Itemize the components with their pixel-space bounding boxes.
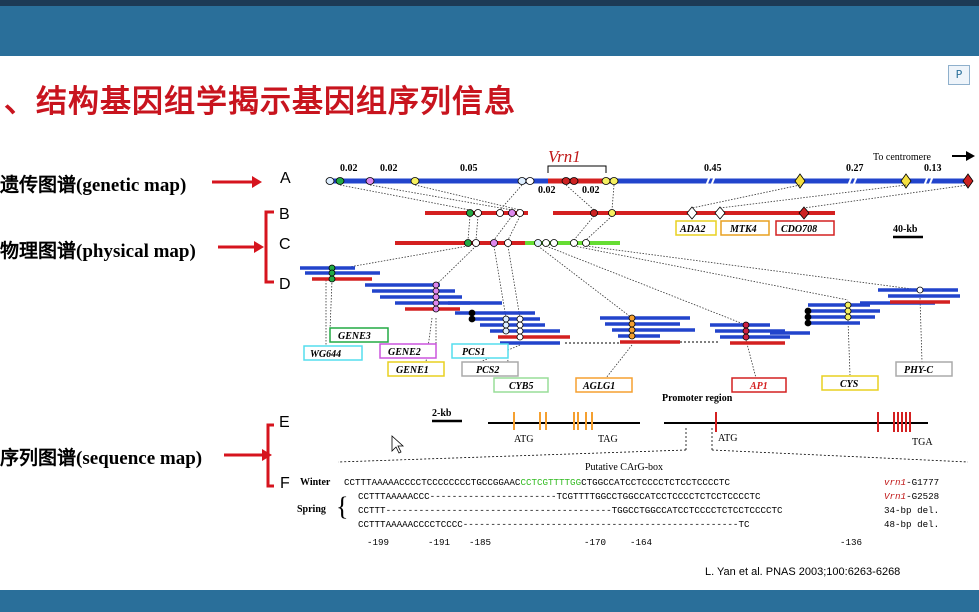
physical-map-label: 物理图谱(physical map): [0, 241, 196, 262]
spring-brace: {: [336, 492, 348, 521]
bac-contigs: [300, 264, 960, 345]
gene-mtk4: MTK4: [729, 224, 757, 235]
distance-5: 0.02: [582, 185, 600, 196]
centromere-arrow-icon: [966, 151, 975, 161]
letter-f: F: [280, 475, 290, 492]
right-atg: ATG: [718, 433, 737, 444]
pos-185: -185: [469, 537, 491, 548]
gene-aglg1: AGLG1: [582, 381, 615, 392]
label-arrows: [212, 176, 274, 488]
seq-2-allele: Vrn1: [884, 491, 906, 502]
spring-label: Spring: [297, 504, 326, 515]
gene-phy-c: PHY-C: [904, 365, 933, 376]
distance-4: 0.02: [538, 185, 556, 196]
sequence-map-label: 序列图谱(sequence map): [0, 448, 203, 469]
pos-170: -170: [584, 537, 606, 548]
letter-d: D: [279, 276, 291, 293]
gene-cyb5: CYB5: [509, 381, 533, 392]
gene-gene2: GENE2: [388, 347, 421, 358]
carg-box-label: Putative CArG-box: [585, 462, 663, 473]
pos-136: -136: [840, 537, 862, 548]
letter-a: A: [280, 170, 291, 187]
mouse-cursor-icon: [391, 435, 405, 454]
left-tag: TAG: [598, 434, 618, 445]
right-tga: TGA: [912, 437, 933, 448]
pos-164: -164: [630, 537, 653, 548]
seq-1-allele: vrn1: [884, 477, 906, 488]
gene-ada2: ADA2: [679, 224, 706, 235]
genetic-map-line: Vrn1 To centromere 0.02 0.02 0.05 0.02 0…: [325, 147, 975, 196]
scale-40kb: 40-kb: [893, 224, 918, 235]
vrn1-label: Vrn1: [548, 147, 581, 166]
scale-2kb: 2-kb: [432, 408, 452, 419]
distance-3: 0.05: [460, 163, 478, 174]
top-strip: [0, 0, 979, 6]
sequence-alignment: Putative CArG-box Winter Spring { CCTTTA…: [297, 462, 939, 548]
gene-cys: CYS: [840, 379, 859, 390]
letter-c: C: [279, 236, 291, 253]
physical-map: ADA2 MTK4 CDO708 40-kb: [395, 206, 923, 247]
gene-structure: 2-kb ATG TAG Promoter region ATG TGA: [337, 393, 969, 463]
gene-ap1: AP1: [749, 381, 768, 392]
gene-pcs2: PCS2: [476, 365, 499, 376]
seq-3-note: 34-bp del.: [884, 505, 939, 516]
gene-wg644: WG644: [310, 349, 341, 360]
corner-button[interactable]: P: [948, 65, 970, 85]
citation: L. Yan et al. PNAS 2003;100:6263-6268: [705, 566, 901, 578]
bottom-banner: [0, 590, 979, 612]
distance-8: 0.13: [924, 163, 942, 174]
seq-row-4: CCTTTAAAAACCCCTCCCC---------------------…: [358, 519, 750, 530]
left-atg: ATG: [514, 434, 533, 445]
seq-1-carg: CCTCGTTTTGG: [520, 477, 581, 488]
distance-6: 0.45: [704, 163, 722, 174]
pos-191: -191: [428, 537, 451, 548]
centromere-label: To centromere: [873, 152, 931, 163]
seq-1-right: CTGGCCATCCTCCCCTCTCCTCCCCTC: [581, 477, 730, 488]
seq-4-left: CCTTTAAAAACCCCTCCCC---------------------…: [358, 519, 738, 530]
seq-4-right: TC: [738, 519, 750, 530]
seq-2-tag: Vrn1-G2528: [884, 491, 939, 502]
pos-199: -199: [367, 537, 389, 548]
slide-title: 、结构基因组学揭示基因组序列信息: [4, 84, 516, 120]
letter-b: B: [279, 206, 290, 223]
genetic-map-label: 遗传图谱(genetic map): [0, 175, 187, 196]
seq-3-right: TGGCCTGGCCATCCTCCCCTCTCCTCCCCTC: [612, 505, 783, 516]
promoter-label: Promoter region: [662, 393, 733, 404]
seq-3-left: CCTTT-----------------------------------…: [358, 505, 612, 516]
seq-1-left: CCTTTAAAAACCCCTCCCCCCCCTGCCGGAAC: [344, 477, 521, 488]
distance-7: 0.27: [846, 163, 864, 174]
seq-row-1: CCTTTAAAAACCCCTCCCCCCCCTGCCGGAACCCTCGTTT…: [344, 477, 730, 488]
seq-row-2: CCTTTAAAAACCC-----------------------TCGT…: [358, 491, 761, 502]
seq-2-right: TTTTGGCCTGGCCATCCTCCCCTCTCCTCCCCTC: [573, 491, 761, 502]
gene-gene3: GENE3: [338, 331, 371, 342]
gene-pcs1: PCS1: [462, 347, 485, 358]
gene-cdo708: CDO708: [781, 224, 817, 235]
letter-e: E: [279, 414, 290, 431]
seq-row-3: CCTTT-----------------------------------…: [358, 505, 783, 516]
seq-2-left: CCTTTAAAAACCC-----------------------TCG: [358, 491, 573, 502]
top-banner: [0, 0, 979, 56]
gene-gene1: GENE1: [396, 365, 429, 376]
seq-2-suffix: -G2528: [906, 491, 939, 502]
seq-1-tag: vrn1-G1777: [884, 477, 939, 488]
distance-1: 0.02: [340, 163, 358, 174]
clone-gene-labels: GENE3 WG644 GENE2 GENE1 PCS1 PCS2 CYB5 A…: [303, 327, 953, 393]
winter-label: Winter: [300, 477, 331, 488]
distance-2: 0.02: [380, 163, 398, 174]
seq-4-note: 48-bp del.: [884, 519, 939, 530]
seq-1-suffix: -G1777: [906, 477, 939, 488]
